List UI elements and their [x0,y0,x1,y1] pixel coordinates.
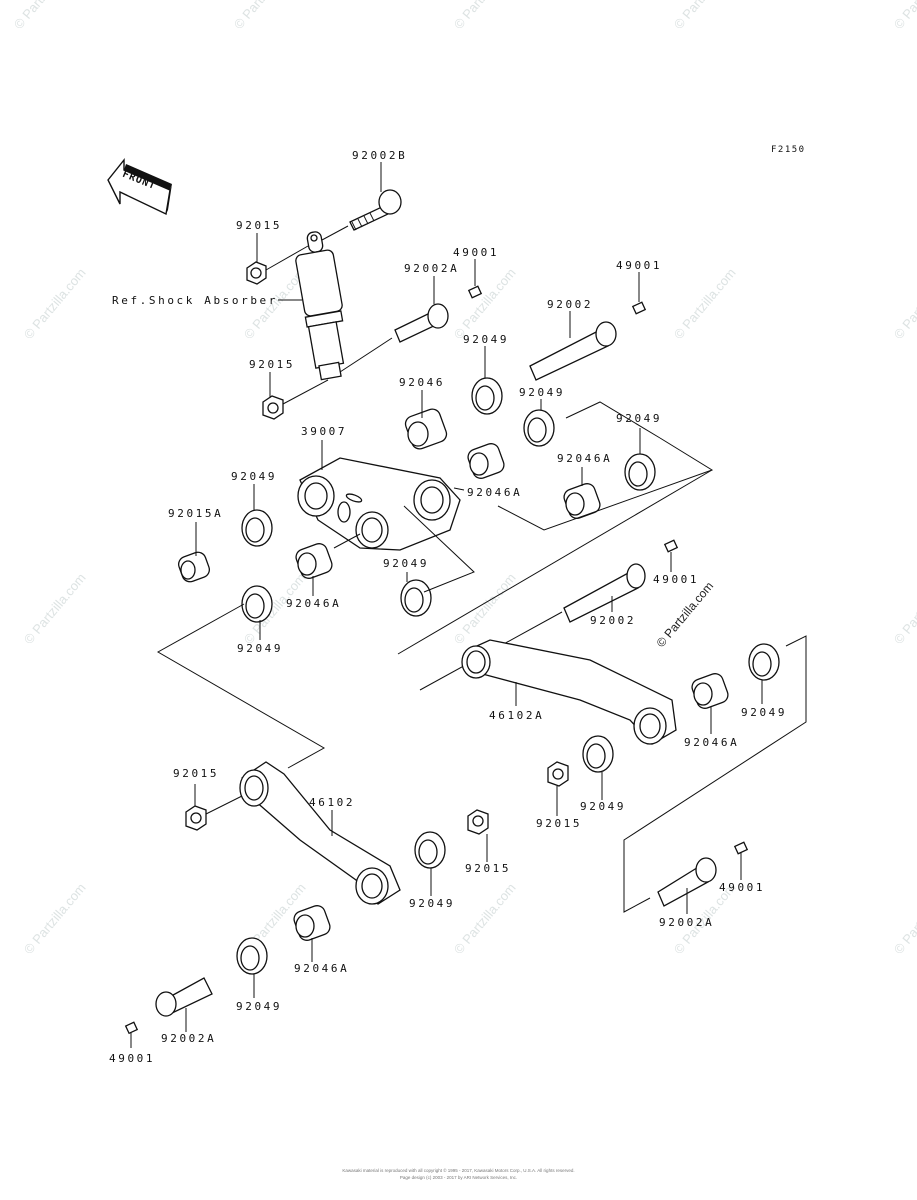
watermarks: © Partzilla.com © Partzilla.com © Partzi… [11,0,917,957]
grease-nipple [663,539,679,553]
ref-shock-absorber-label: Ref.Shock Absorber [112,294,278,307]
callout-92046a: 92046A [286,597,341,610]
callout-92046a: 92046A [557,452,612,465]
callout-92046a: 92046A [294,962,349,975]
callout-92002a: 92002A [404,262,459,275]
callout-92046: 92046 [399,376,445,389]
callout-92049: 92049 [463,333,509,346]
leader-lines [130,162,763,1048]
callout-39007: 39007 [301,425,347,438]
watermark: © Partzilla.com [891,0,917,32]
watermark: © Partzilla.com [671,0,739,32]
callout-92049: 92049 [231,470,277,483]
watermark: © Partzilla.com [891,570,917,647]
watermark: © Partzilla.com [11,0,79,32]
callout-92049: 92049 [383,557,429,570]
watermark: © Partzilla.com [891,880,917,957]
watermark: © Partzilla.com [21,570,89,647]
tie-rod-46102a [461,639,677,745]
seals [236,377,780,975]
callout-92046a: 92046A [684,736,739,749]
callout-92046a: 92046A [467,486,522,499]
tie-rod-46102 [239,761,401,905]
watermark: © Partzilla.com [671,265,739,342]
callout-92015: 92015 [536,817,582,830]
shock-absorber [278,231,345,381]
callout-92015: 92015 [173,767,219,780]
watermark: © Partzilla.com [451,265,519,342]
callout-92049: 92049 [519,386,565,399]
callout-46102a: 46102A [489,709,544,722]
nut-hole [250,267,262,279]
grease-nipple [467,285,483,299]
bearings [293,408,729,941]
callout-92049: 92049 [236,1000,282,1013]
callout-92002: 92002 [547,298,593,311]
callout-92015: 92015 [465,862,511,875]
callout-49001: 49001 [719,881,765,894]
callout-92015: 92015 [236,219,282,232]
watermark: © Partzilla.com [21,880,89,957]
grease-nipple [631,301,647,315]
front-arrow: FRONT [107,158,172,216]
callout-92049: 92049 [741,706,787,719]
callout-49001: 49001 [616,259,662,272]
watermark: © Partzilla.com [451,570,519,647]
callout-92049: 92049 [616,412,662,425]
copyright-line-1: Kawasaki material is reproduced with all… [342,1168,575,1173]
watermark: © Partzilla.com [231,0,299,32]
watermark: © Partzilla.com [21,265,89,342]
bolt-92002 [529,321,617,381]
copyright-line-2: Page design (c) 2003 - 2017 by ARI Netwo… [399,1175,518,1180]
callout-92002a: 92002A [659,916,714,929]
grease-nipple [124,1021,139,1035]
guide-lines [156,401,807,913]
bolt-92002a [339,303,449,373]
callout-49001: 49001 [453,246,499,259]
watermark: © Partzilla.com [451,0,519,32]
watermark-dark: © Partzilla.com [654,579,717,650]
callout-92049: 92049 [237,642,283,655]
grease-nipple [733,841,749,855]
callout-92049: 92049 [409,897,455,910]
bolt-92002a [657,857,717,907]
callout-92015: 92015 [249,358,295,371]
watermark: © Partzilla.com [451,880,519,957]
callout-92002: 92002 [590,614,636,627]
callout-92002b: 92002B [352,149,407,162]
rocker-arm-39007 [297,457,461,551]
callout-49001: 49001 [109,1052,155,1065]
bolt-92002b [321,189,402,241]
callout-49001: 49001 [653,573,699,586]
callouts: 92002B 92015 92002A 49001 49001 92002 92… [109,149,787,1065]
watermark: © Partzilla.com [891,265,917,342]
callout-92015a: 92015A [168,507,223,520]
callout-92002a: 92002A [161,1032,216,1045]
callout-92049: 92049 [580,800,626,813]
callout-46102: 46102 [309,796,355,809]
bolt-92002a [155,977,213,1017]
figure-code: F2150 [771,145,806,155]
